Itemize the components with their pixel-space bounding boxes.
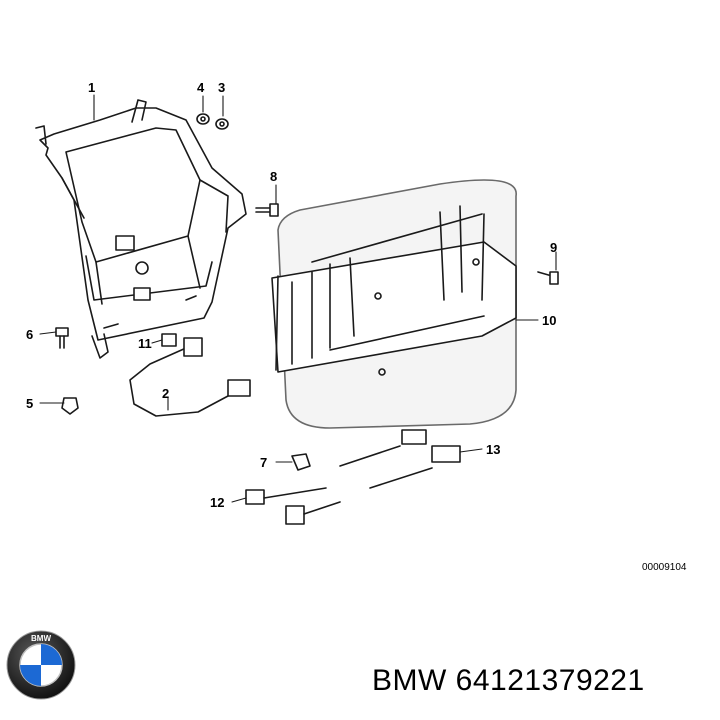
cable-part-13	[285, 445, 461, 525]
box-part-10	[271, 179, 517, 429]
callout-13: 13	[486, 442, 500, 457]
washer-part-4	[196, 113, 210, 125]
connector-part-11	[161, 333, 177, 347]
callout-10: 10	[542, 313, 556, 328]
callout-12: 12	[210, 495, 224, 510]
logo-text: BMW	[31, 634, 51, 643]
bolt-part-9	[537, 271, 559, 285]
callout-2: 2	[162, 386, 169, 401]
callout-8: 8	[270, 169, 277, 184]
bolt-part-8	[255, 203, 279, 217]
cable-part-2	[129, 337, 251, 417]
clip-part-7	[291, 453, 311, 471]
leader-lines	[39, 94, 557, 503]
bmw-roundel-icon: BMW	[6, 630, 76, 700]
callout-1: 1	[88, 80, 95, 95]
bracket-part-1	[35, 99, 247, 359]
drawing-code: 00009104	[642, 562, 687, 573]
callout-11: 11	[138, 336, 152, 351]
nut-part-3	[215, 118, 229, 130]
part-number: BMW 64121379221	[372, 664, 645, 697]
cable-part-12	[245, 429, 427, 505]
callout-7: 7	[260, 455, 267, 470]
screw-part-6	[55, 327, 69, 349]
clip-part-5	[61, 397, 79, 415]
callout-4: 4	[197, 80, 205, 95]
callout-3: 3	[218, 80, 225, 95]
callout-6: 6	[26, 327, 33, 342]
callout-9: 9	[550, 240, 557, 255]
callout-5: 5	[26, 396, 33, 411]
